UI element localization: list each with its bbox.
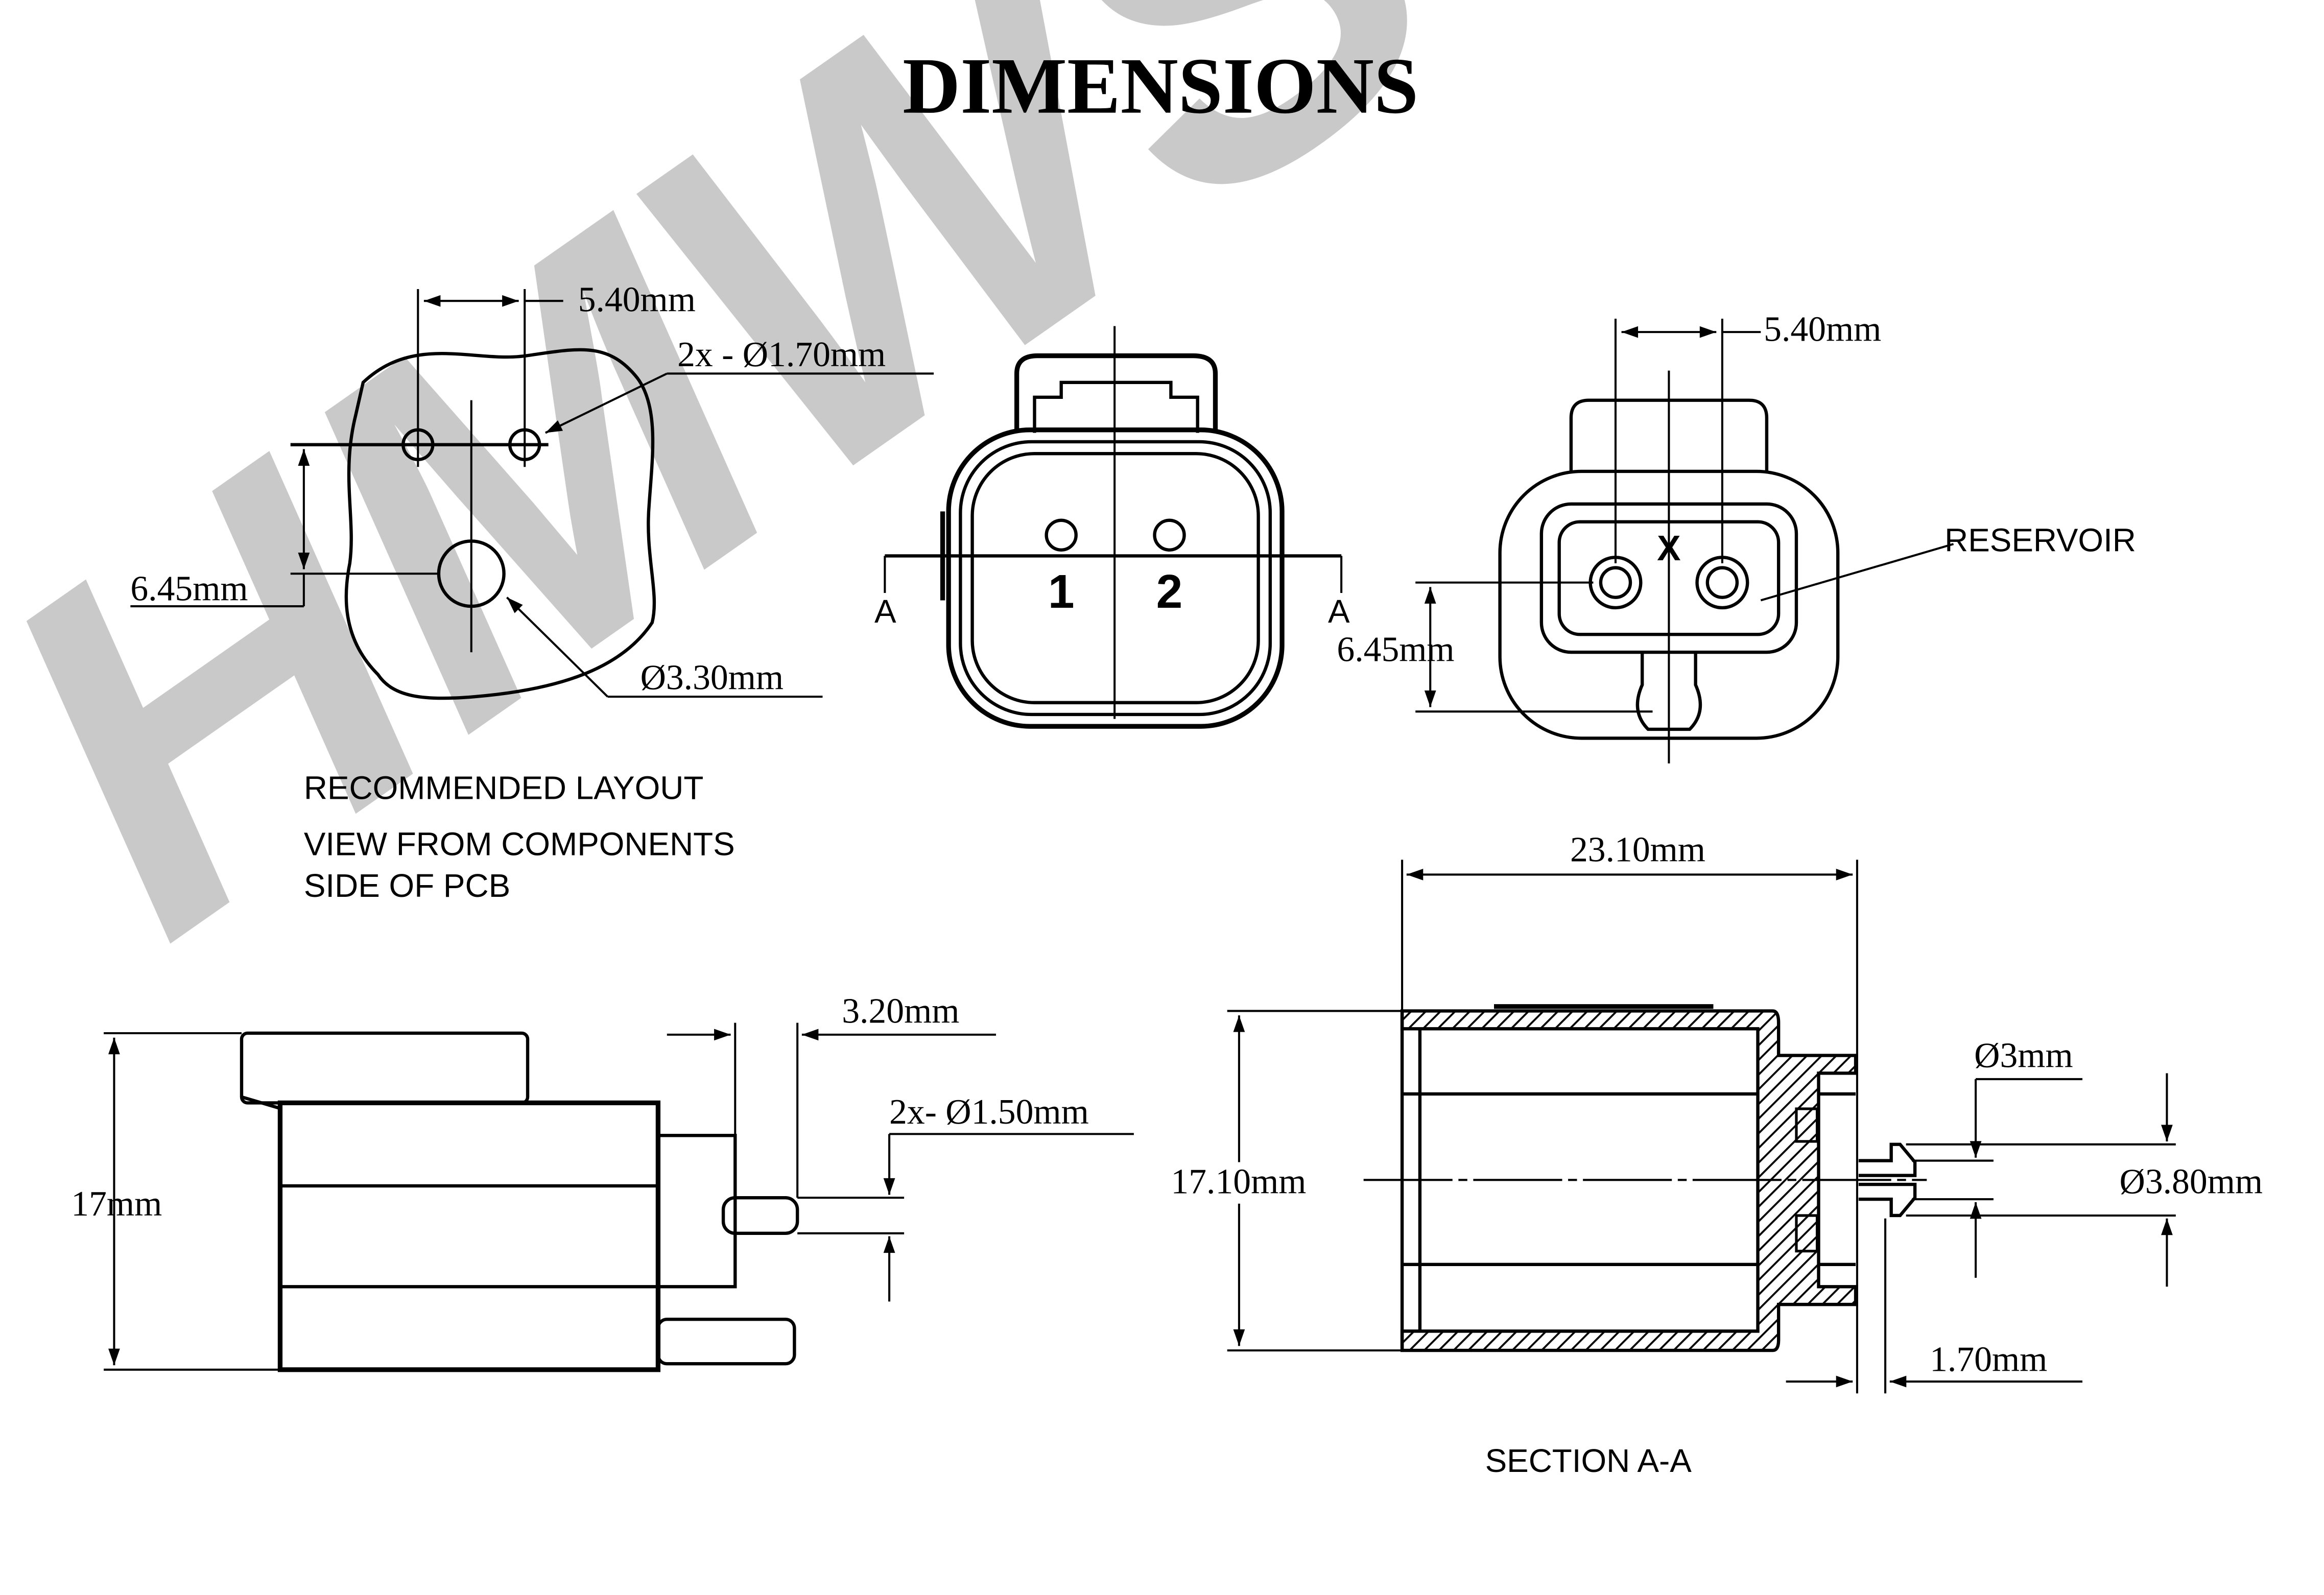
layout-holes-label: 2x - Ø1.70mm xyxy=(677,335,886,374)
side-pin-length-label: 3.20mm xyxy=(842,992,959,1031)
section-outer-dia-label: Ø3.80mm xyxy=(2120,1162,2263,1201)
section-marker-left: A xyxy=(874,593,896,630)
layout-pitch-label: 5.40mm xyxy=(578,280,696,320)
connector-rear-view: X 5.40mm 6.45mm RESERVOIR xyxy=(1337,310,2136,764)
pin-1-label: 1 xyxy=(1048,565,1075,618)
pcb-outline xyxy=(344,348,656,700)
reservoir-label: RESERVOIR xyxy=(1944,522,2136,559)
side-pins-label: 2x- Ø1.50mm xyxy=(889,1092,1089,1132)
layout-caption-1: RECOMMENDED LAYOUT xyxy=(304,769,703,806)
pin-2-label: 2 xyxy=(1156,565,1183,618)
layout-offset-label: 6.45mm xyxy=(130,569,248,608)
rear-pitch-label: 5.40mm xyxy=(1764,310,1881,349)
layout-caption-3: SIDE OF PCB xyxy=(304,867,510,904)
section-gap-label: 1.70mm xyxy=(1930,1340,2047,1379)
section-height-label: 17.10mm xyxy=(1171,1162,1306,1201)
section-caption: SECTION A-A xyxy=(1485,1442,1692,1479)
layout-caption-2: VIEW FROM COMPONENTS xyxy=(304,826,735,863)
layout-center-hole-label: Ø3.30mm xyxy=(641,658,784,698)
side-height-label: 17mm xyxy=(71,1184,162,1224)
rear-offset-label: 6.45mm xyxy=(1337,630,1454,669)
section-inner-dia-label: Ø3mm xyxy=(1974,1036,2073,1076)
section-marker-right: A xyxy=(1328,593,1350,630)
section-width-label: 23.10mm xyxy=(1570,830,1705,869)
page-title: DIMENSIONS xyxy=(903,41,1418,130)
connector-side-view: 17mm 3.20mm 2x- Ø1.50mm xyxy=(71,992,1134,1372)
connector-front-view: 1 2 A A xyxy=(874,326,1350,729)
watermark: HMWS xyxy=(0,0,1533,1037)
pcb-layout-view: 5.40mm 2x - Ø1.70mm 6.45mm Ø3.30mm RECOM… xyxy=(130,280,934,904)
section-aa-view: 23.10mm 17.10mm Ø3mm Ø3.80mm 1.70mm SECT… xyxy=(1165,830,2263,1479)
